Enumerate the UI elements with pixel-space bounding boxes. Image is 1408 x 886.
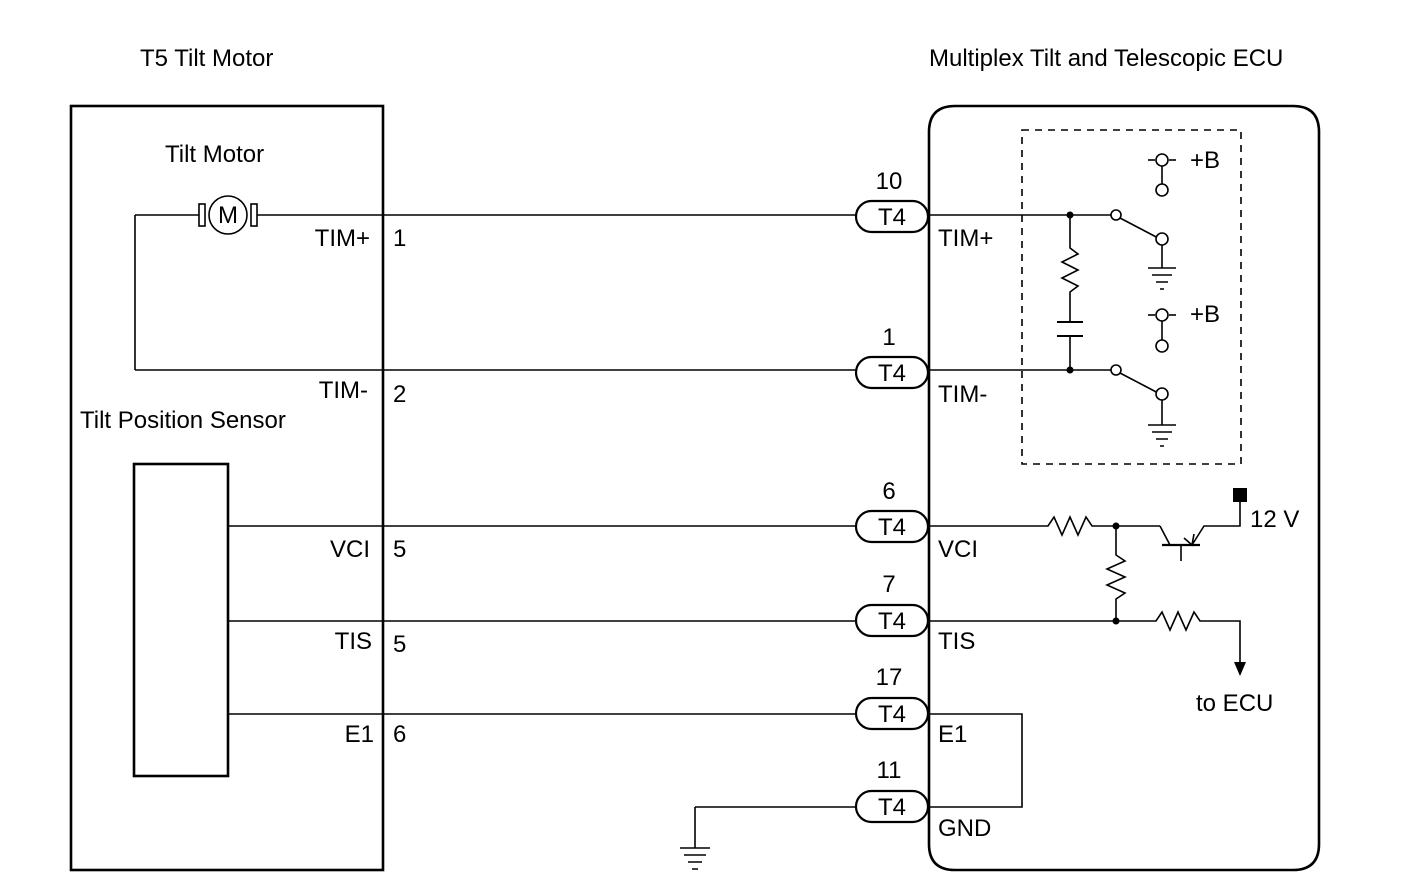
- ecu-box: [927, 104, 1321, 872]
- connector-code: T4: [878, 514, 906, 541]
- left-pin-num-1: 1: [393, 225, 406, 252]
- left-pin-name-vci: VCI: [330, 536, 370, 563]
- left-pin-num-4: 5: [393, 536, 406, 563]
- tis-output-resistor-icon: [928, 610, 1246, 676]
- supply-b-top: +B: [1190, 147, 1220, 174]
- transistor-icon: [1159, 496, 1241, 561]
- supply-terminal-icon: [1233, 488, 1247, 502]
- vci-series-resistor-icon: [928, 515, 1160, 537]
- right-pin-tis: TIS: [938, 628, 975, 655]
- connector-pin-6: 6: [882, 478, 895, 505]
- connector-code: T4: [878, 204, 906, 231]
- connector-pin-7: 7: [882, 571, 895, 598]
- pullup-resistor-icon: [1105, 526, 1127, 621]
- connector-t4-1: 1 T4: [854, 324, 930, 390]
- connector-pin-17: 17: [876, 664, 903, 691]
- snubber-capacitor-icon: [1057, 321, 1083, 370]
- e1-gnd-link: [928, 713, 1023, 808]
- right-pin-tim-plus: TIM+: [938, 225, 993, 252]
- connector-code: T4: [878, 701, 906, 728]
- right-component-title: Multiplex Tilt and Telescopic ECU: [929, 45, 1283, 72]
- switch-lower-icon: [1110, 308, 1176, 447]
- left-pin-name-e1: E1: [345, 721, 374, 748]
- right-pin-vci: VCI: [938, 536, 978, 563]
- sensor-label: Tilt Position Sensor: [80, 407, 286, 434]
- connector-code: T4: [878, 360, 906, 387]
- connector-pin-1: 1: [882, 324, 895, 351]
- supply-b-bottom: +B: [1190, 301, 1220, 328]
- ground-icon: [680, 807, 710, 870]
- switch-upper-icon: [1110, 153, 1176, 290]
- connector-pin-10: 10: [876, 168, 903, 195]
- left-pin-name-tim-plus: TIM+: [315, 225, 370, 252]
- right-pin-tim-minus: TIM-: [938, 381, 987, 408]
- connector-t4-6: 6 T4: [854, 478, 930, 544]
- left-pin-num-2: 2: [393, 381, 406, 408]
- motor-driver-block: [1021, 129, 1242, 465]
- right-pin-gnd: GND: [938, 815, 991, 842]
- connector-t4-17: 17 T4: [854, 664, 930, 731]
- motor-icon: M: [198, 195, 258, 235]
- motor-label: Tilt Motor: [165, 141, 264, 168]
- tilt-position-sensor-box: [132, 462, 230, 778]
- left-pin-num-5: 5: [393, 631, 406, 658]
- connector-t4-10: 10 T4: [854, 168, 930, 234]
- connector-t4-11: 11 T4: [854, 757, 930, 824]
- to-ecu-label: to ECU: [1196, 690, 1273, 717]
- snubber-resistor-icon: [1060, 215, 1080, 322]
- left-pin-name-tim-minus: TIM-: [319, 377, 368, 404]
- left-pin-num-6: 6: [393, 721, 406, 748]
- motor-symbol: M: [218, 202, 238, 229]
- right-pin-e1: E1: [938, 721, 967, 748]
- connector-t4-7: 7 T4: [854, 571, 930, 638]
- connector-code: T4: [878, 794, 906, 821]
- connector-code: T4: [878, 608, 906, 635]
- supply-voltage-label: 12 V: [1250, 506, 1299, 533]
- left-component-title: T5 Tilt Motor: [140, 45, 273, 72]
- left-pin-name-tis: TIS: [335, 628, 372, 655]
- junction-dot: [1112, 617, 1120, 625]
- tilt-motor-box: [69, 104, 385, 872]
- connector-pin-11: 11: [877, 757, 902, 784]
